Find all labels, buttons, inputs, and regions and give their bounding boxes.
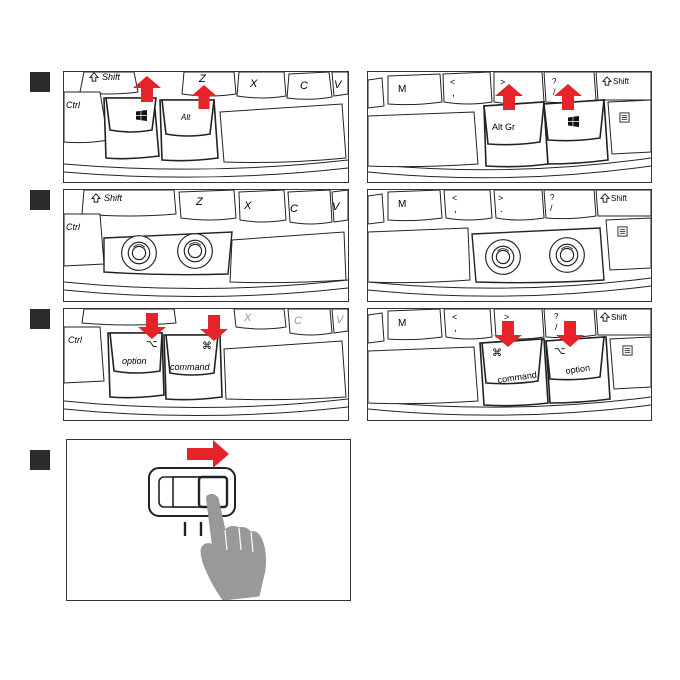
key-shift-label: Shift — [611, 313, 628, 322]
key-option-label: option — [122, 356, 147, 366]
key-x-label: X — [243, 200, 252, 212]
key-shift-label: Shift — [611, 194, 628, 203]
step-marker-2 — [30, 190, 50, 210]
key-gt-label: > — [500, 77, 505, 87]
panel-step3-left: X C V Ctrl ⌥ option ⌘ command — [63, 308, 349, 421]
panel-step1-left: Shift Z X C V Ctrl Alt — [63, 71, 349, 183]
key-question-label: ? — [552, 77, 557, 86]
key-lt-label: < — [452, 312, 457, 322]
right-arrow-icon — [187, 440, 229, 468]
option-icon: ⌥ — [146, 339, 158, 350]
key-ctrl-label: Ctrl — [68, 335, 83, 345]
key-x-label: X — [243, 312, 252, 324]
key-c-label: C — [300, 80, 308, 92]
option-icon: ⌥ — [554, 346, 566, 357]
key-c-label: C — [290, 203, 298, 215]
key-ctrl-label: Ctrl — [66, 222, 81, 232]
step-marker-1 — [30, 72, 50, 92]
key-shift-label: Shift — [613, 77, 630, 86]
key-period-label: . — [500, 204, 503, 215]
key-alt-label: Alt — [180, 113, 191, 122]
key-command-label: command — [170, 362, 211, 372]
key-switch-icon — [122, 236, 157, 271]
key-shift-label: Shift — [102, 72, 121, 82]
step-marker-4 — [30, 450, 50, 470]
key-x-label: X — [249, 78, 258, 90]
key-c-label: C — [294, 315, 302, 327]
command-icon: ⌘ — [492, 348, 502, 359]
command-icon: ⌘ — [202, 341, 212, 352]
key-altgr-label: Alt Gr — [492, 122, 515, 132]
key-lt-label: < — [452, 193, 457, 203]
key-gt-label: > — [498, 193, 503, 203]
key-comma-label: , — [454, 323, 457, 334]
key-comma-label: , — [452, 88, 455, 99]
panel-step2-left: Shift Z X C V Ctrl — [63, 189, 349, 302]
key-m-label: M — [398, 199, 406, 210]
key-question-label: ? — [554, 312, 559, 321]
key-z-label: Z — [198, 73, 207, 85]
panel-step3-right: M < , > ? / Shift ⌘ command ⌥ option — [367, 308, 652, 421]
key-question-label: ? — [550, 193, 555, 202]
key-lt-label: < — [450, 77, 455, 87]
key-ctrl-label: Ctrl — [66, 100, 81, 110]
key-comma-label: , — [454, 204, 457, 215]
step-marker-3 — [30, 309, 50, 329]
key-m-label: M — [398, 84, 406, 95]
key-switch-icon — [550, 238, 585, 273]
key-shift-label: Shift — [104, 193, 123, 203]
key-m-label: M — [398, 318, 406, 329]
panel-step4-switch — [66, 439, 351, 601]
key-switch-icon — [486, 240, 521, 275]
key-switch-icon — [178, 234, 213, 269]
key-gt-label: > — [504, 312, 509, 322]
panel-step1-right: M < , > . ? / Shift Alt Gr — [367, 71, 652, 183]
panel-step2-right: M < , > . ? / Shift — [367, 189, 652, 302]
key-z-label: Z — [195, 196, 204, 208]
